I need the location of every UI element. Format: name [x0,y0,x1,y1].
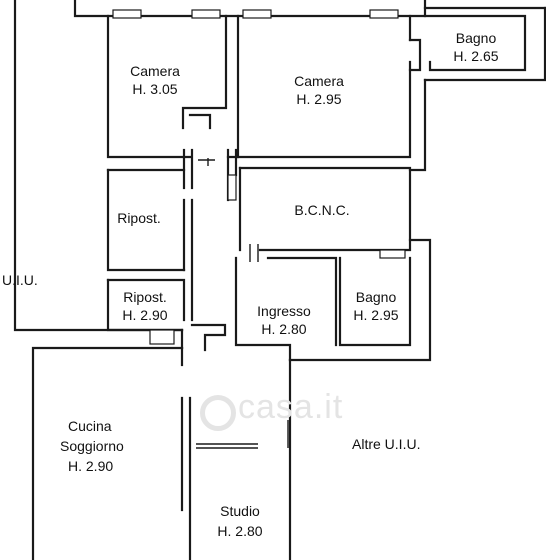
watermark-logo-icon [200,395,236,431]
bagno-top-walls [408,14,527,72]
corridor-walls [106,148,238,322]
room-ripost-upper: Ripost. [108,209,170,227]
room-name: Ripost. [117,210,161,226]
studio-walls [180,396,289,560]
watermark: casa.it [238,388,344,426]
bcnc-walls [238,166,412,262]
room-name: Studio [220,503,260,519]
camera-large-walls [226,14,412,159]
top-windows [112,9,399,19]
camera-small-walls [106,14,228,159]
room-height: H. 2.65 [453,48,499,64]
room-height: H. 2.80 [217,523,263,539]
ripost-lower-walls [106,278,227,367]
room-studio: Studio H. 2.80 [205,501,275,541]
room-name: Ripost. [123,289,167,305]
room-bagno-mid: Bagno H. 2.95 [341,288,411,324]
room-ripost-lower: Ripost. H. 2.90 [110,288,180,324]
room-camera-small: Camera H. 3.05 [120,62,190,98]
room-height: H. 2.90 [122,307,168,323]
room-name-line2: Soggiorno [60,438,124,454]
room-ingresso: Ingresso H. 2.80 [244,302,324,338]
room-bcnc: B.C.N.C. [282,201,362,219]
ingresso-walls [234,256,412,362]
room-height: H. 2.95 [296,91,342,107]
outside-right-label: Altre U.I.U. [352,436,421,452]
room-camera-large: Camera H. 2.95 [284,72,354,108]
room-height: H. 2.95 [353,307,399,323]
outer-walls [13,0,546,560]
outside-left-label: U.I.U. [2,272,38,288]
room-name-line1: Cucina [68,418,112,434]
room-height: H. 3.05 [132,81,178,97]
room-cucina-soggiorno: Cucina Soggiorno H. 2.90 [60,416,150,476]
room-name: B.C.N.C. [294,202,350,218]
room-height: H. 2.80 [261,321,307,337]
room-name: Bagno [355,289,397,305]
room-height: H. 2.90 [68,458,114,474]
room-name: Camera [294,73,344,89]
room-name: Ingresso [257,303,311,319]
room-name: Camera [130,63,180,79]
room-bagno-top: Bagno H. 2.65 [441,29,511,65]
room-name: Bagno [455,30,497,46]
